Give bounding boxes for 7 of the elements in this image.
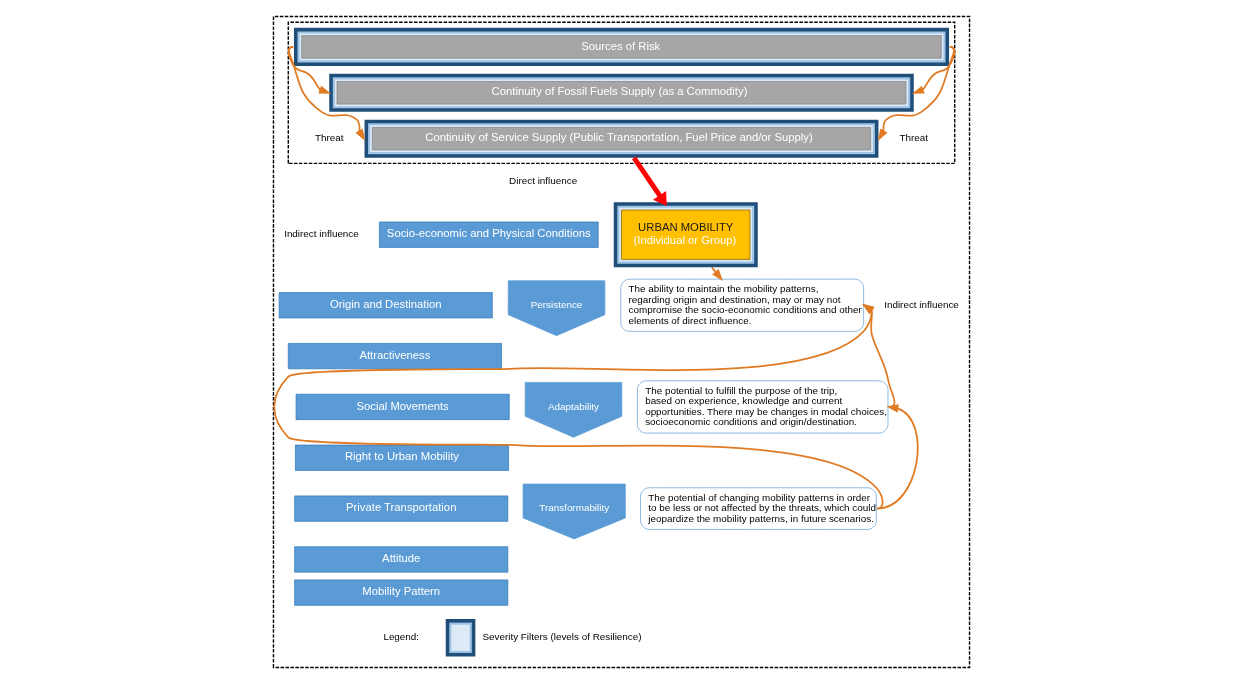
legend-label: Severity Filters (levels of Resilience) <box>482 631 642 643</box>
label: Threat <box>899 132 929 144</box>
label: Direct influence <box>509 175 578 187</box>
label: Indirect influence <box>284 228 359 240</box>
label: Legend: <box>383 631 420 643</box>
label: Threat <box>314 132 344 144</box>
label: Indirect influence <box>884 298 959 310</box>
